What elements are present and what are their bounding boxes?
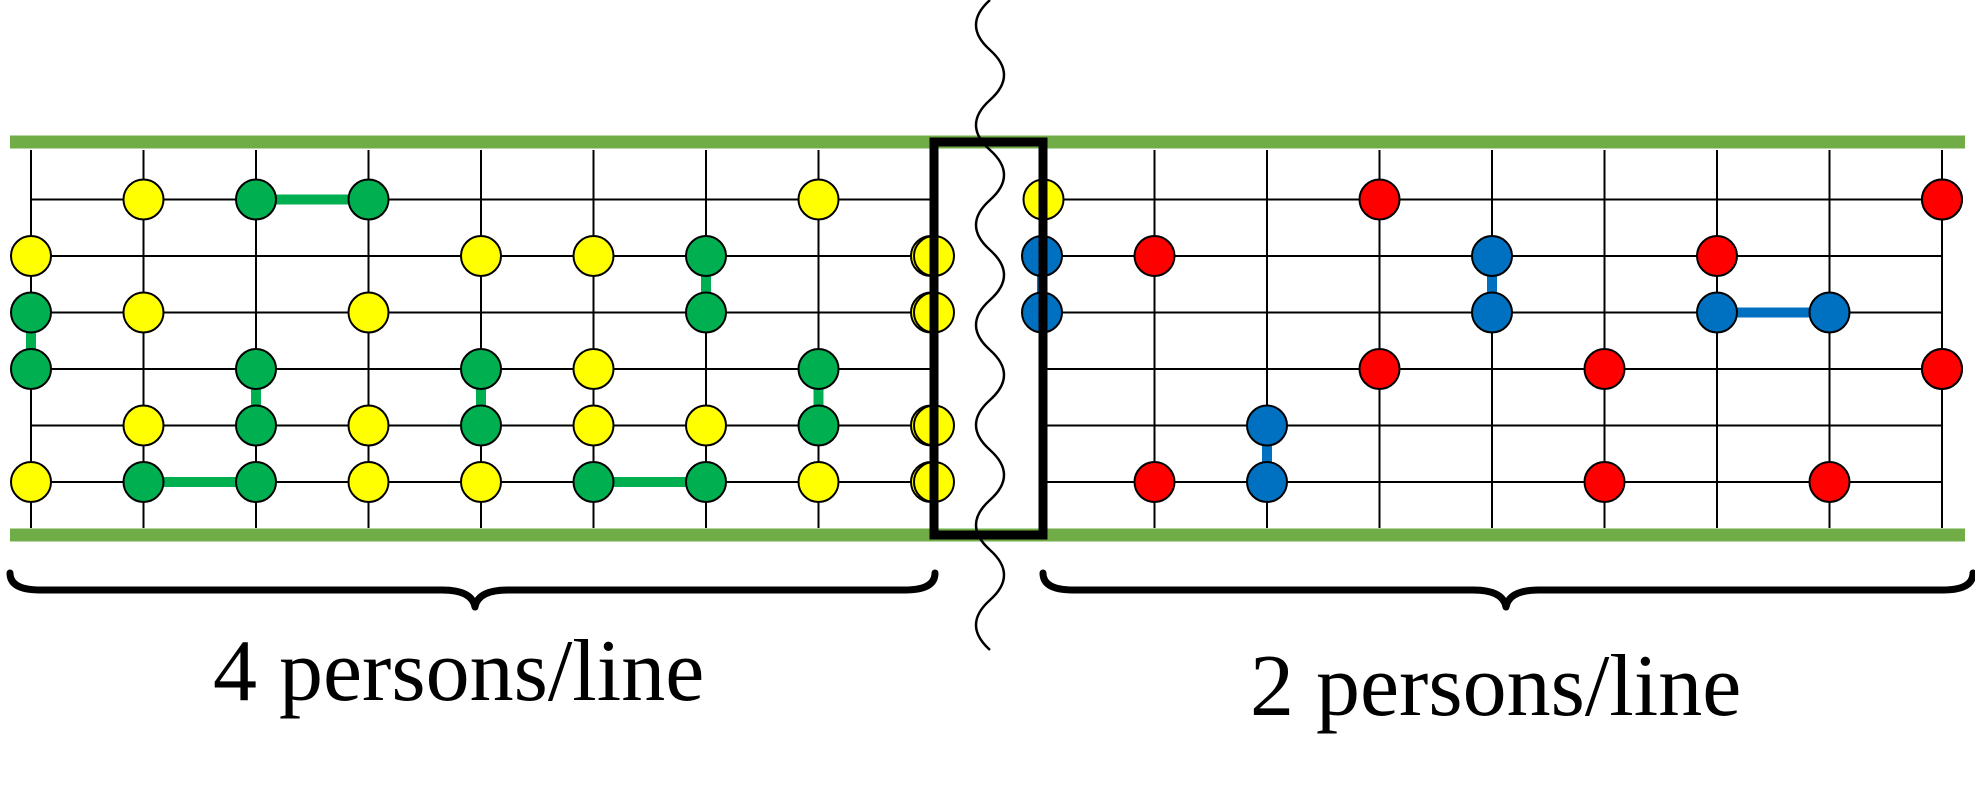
single-person	[460, 235, 502, 277]
transition-box	[929, 137, 1048, 540]
paired-person	[235, 461, 277, 503]
single-person	[122, 291, 165, 334]
paired-person	[10, 348, 52, 390]
paired-person	[235, 178, 277, 221]
single-person	[347, 291, 390, 334]
single-person	[460, 461, 502, 503]
wavy-break-line	[974, 0, 1006, 651]
single-person	[1583, 348, 1626, 390]
paired-person	[1471, 291, 1513, 334]
paired-person	[685, 461, 727, 503]
single-person	[10, 235, 52, 277]
left-region-people	[10, 178, 1065, 503]
right-density-label: 2 persons/line	[1250, 638, 1742, 735]
single-person	[1358, 178, 1401, 221]
single-person	[122, 178, 165, 221]
single-person	[797, 461, 840, 503]
single-person	[572, 348, 615, 390]
single-person	[347, 404, 390, 447]
single-person	[122, 404, 165, 447]
paired-person	[797, 404, 840, 447]
single-person	[1808, 461, 1851, 503]
paired-person	[1246, 461, 1288, 503]
paired-person	[1808, 291, 1851, 334]
paired-person	[572, 461, 615, 503]
single-person	[1696, 235, 1738, 277]
left-brace	[6, 569, 939, 611]
paired-person	[122, 461, 165, 503]
single-person	[797, 178, 840, 221]
single-person	[1921, 178, 1963, 221]
paired-person	[235, 404, 277, 447]
single-person	[1921, 348, 1963, 390]
paired-person	[1696, 291, 1738, 334]
single-person	[1358, 348, 1401, 390]
paired-person	[347, 178, 390, 221]
single-person	[1133, 461, 1176, 503]
right-brace	[1039, 569, 1975, 611]
single-person	[572, 235, 615, 277]
single-person	[685, 404, 727, 447]
single-person	[572, 404, 615, 447]
single-person	[1583, 461, 1626, 503]
paired-person	[1246, 404, 1288, 447]
left-density-label: 4 persons/line	[213, 623, 705, 720]
right-lattice-grid	[1041, 150, 1943, 528]
single-person	[10, 461, 52, 503]
paired-person	[460, 348, 502, 390]
paired-person	[10, 291, 52, 334]
right-region-people	[1021, 178, 1963, 503]
single-person	[1133, 235, 1176, 277]
paired-person	[1471, 235, 1513, 277]
paired-person	[685, 235, 727, 277]
paired-person	[460, 404, 502, 447]
paired-person	[235, 348, 277, 390]
single-person	[347, 461, 390, 503]
paired-person	[685, 291, 727, 334]
paired-person	[797, 348, 840, 390]
